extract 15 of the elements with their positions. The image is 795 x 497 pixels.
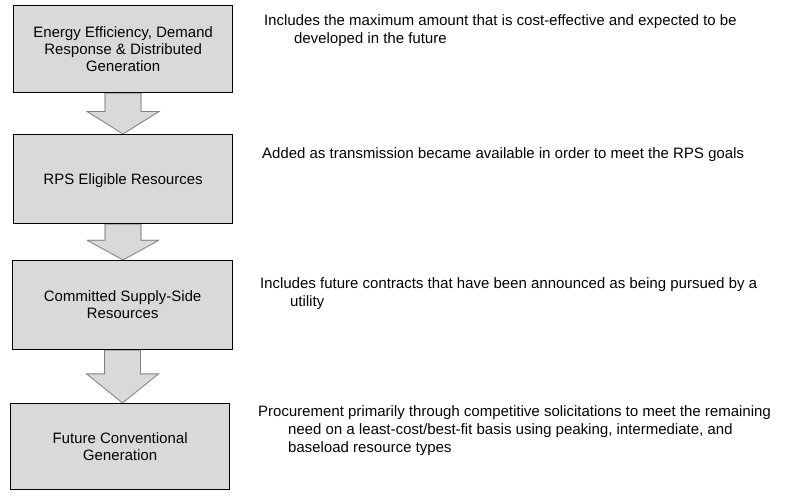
block-arrow [85, 92, 161, 135]
process-box [13, 134, 233, 224]
description-text: Procurement primarily through competitive solicitations to meet the remaining need on a least-cost/best-fit basis using peaking, intermediate, and baseload resource types [258, 403, 772, 457]
process-box [10, 403, 230, 490]
box-label: Future Conventional Generation [51, 430, 189, 464]
process-box [13, 5, 233, 93]
box-label: Energy Efficiency, Demand Response & Distributed Generation [32, 24, 214, 74]
box-label: Committed Supply-Side Resources [42, 288, 202, 322]
box-label: RPS Eligible Resources [43, 170, 203, 188]
description-text: Added as transmission became available in order to meet the RPS goals [262, 145, 745, 163]
description-text: Includes future contracts that have been announced as being pursued by a utility [260, 275, 758, 311]
block-arrow [86, 224, 160, 261]
block-arrow [85, 350, 160, 404]
description-text: Includes the maximum amount that is cost-effective and expected to be developed in the future [264, 12, 738, 48]
process-box [12, 260, 233, 350]
